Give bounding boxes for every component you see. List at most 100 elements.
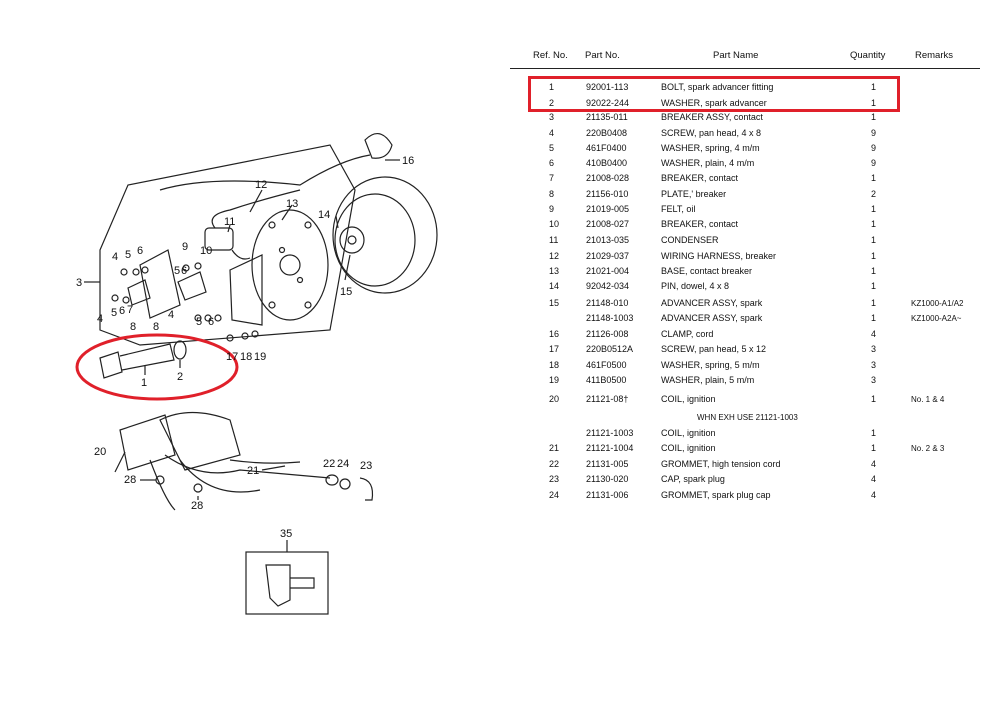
svg-text:5: 5 bbox=[111, 307, 117, 319]
cell-quantity: 1 bbox=[871, 394, 877, 404]
cell-ref-no: 22 bbox=[549, 459, 560, 469]
cell-part-no: 21135-011 bbox=[586, 112, 628, 122]
cell-part-name: BOLT, spark advancer fitting bbox=[661, 82, 774, 92]
cell-part-no: 220B0408 bbox=[586, 128, 628, 138]
cell-remarks: No. 2 & 3 bbox=[911, 444, 945, 453]
highlight-box bbox=[528, 76, 900, 112]
svg-text:24: 24 bbox=[337, 458, 349, 470]
cell-quantity: 1 bbox=[871, 251, 877, 261]
cell-part-no: 461F0500 bbox=[586, 360, 627, 370]
cell-quantity: 1 bbox=[871, 173, 877, 183]
svg-text:6: 6 bbox=[137, 245, 143, 257]
svg-text:23: 23 bbox=[360, 460, 372, 472]
cell-part-name: SCREW, pan head, 5 x 12 bbox=[661, 344, 767, 354]
svg-text:17: 17 bbox=[226, 351, 238, 363]
svg-text:13: 13 bbox=[286, 198, 298, 210]
cell-remarks: KZ1000-A2A~ bbox=[911, 314, 962, 323]
cell-part-no: 92022-244 bbox=[586, 98, 630, 108]
high-tension-grommet-22 bbox=[325, 474, 339, 486]
cell-part-no: 21121-1003 bbox=[586, 428, 634, 438]
cell-part-name: CLAMP, cord bbox=[661, 329, 714, 339]
cell-ref-no: 5 bbox=[549, 143, 555, 153]
cell-quantity: 1 bbox=[871, 298, 877, 308]
cell-quantity: 3 bbox=[871, 360, 877, 370]
cell-quantity: 1 bbox=[871, 266, 877, 276]
coil-note: WHN EXH USE 21121-1003 bbox=[697, 413, 798, 422]
breaker-cover-inner bbox=[334, 193, 416, 287]
spark-plug-cap-23 bbox=[359, 477, 374, 501]
exploded-parts-diagram: 3 4 5 6 7 8 4 5 6 8 4 5 6 9 5 6 10 11 12… bbox=[75, 133, 438, 615]
cell-quantity: 4 bbox=[871, 329, 877, 339]
cell-part-name: WIRING HARNESS, breaker bbox=[661, 251, 777, 261]
cell-part-no: 21019-005 bbox=[586, 204, 630, 214]
svg-text:1: 1 bbox=[141, 377, 147, 389]
cell-quantity: 1 bbox=[871, 82, 877, 92]
cell-ref-no: 20 bbox=[549, 394, 560, 404]
assembly-bracket-outline bbox=[99, 144, 356, 346]
cell-part-no: 21148-1003 bbox=[586, 313, 634, 323]
svg-text:11: 11 bbox=[224, 216, 235, 228]
svg-text:4: 4 bbox=[112, 251, 118, 263]
cell-part-no: 21008-028 bbox=[586, 173, 630, 183]
breaker-plate-8a bbox=[139, 249, 181, 319]
cell-ref-no: 12 bbox=[549, 251, 560, 261]
svg-text:5: 5 bbox=[174, 265, 180, 277]
header-ref-no: Ref. No. bbox=[533, 50, 568, 61]
svg-text:28: 28 bbox=[191, 500, 203, 512]
svg-text:15: 15 bbox=[340, 286, 352, 298]
cell-part-name: CONDENSER bbox=[661, 235, 719, 245]
cell-ref-no: 6 bbox=[549, 158, 555, 168]
cell-part-name: WASHER, plain, 4 m/m bbox=[661, 158, 755, 168]
bolt-spark-advancer-shank bbox=[119, 343, 175, 371]
washer-spark-advancer bbox=[173, 340, 187, 360]
highlight-ellipse bbox=[75, 333, 239, 401]
cell-quantity: 1 bbox=[871, 112, 877, 122]
svg-text:35: 35 bbox=[280, 528, 292, 540]
cell-ref-no: 4 bbox=[549, 128, 555, 138]
svg-text:3: 3 bbox=[76, 277, 82, 289]
cell-ref-no: 11 bbox=[549, 235, 559, 245]
svg-text:12: 12 bbox=[255, 179, 267, 191]
header-part-name: Part Name bbox=[713, 50, 759, 61]
cell-part-no: 21130-020 bbox=[586, 474, 629, 484]
header-rule bbox=[510, 68, 980, 69]
spark-plug-cap-detail-box bbox=[245, 551, 329, 615]
cell-ref-no: 17 bbox=[549, 344, 560, 354]
bolt-spark-advancer-head bbox=[99, 351, 123, 379]
cell-ref-no: 16 bbox=[549, 329, 560, 339]
cell-ref-no: 2 bbox=[549, 98, 555, 108]
condenser bbox=[204, 227, 234, 251]
cell-ref-no: 23 bbox=[549, 474, 560, 484]
grommet-24 bbox=[339, 478, 351, 490]
breaker-cover-outer bbox=[332, 176, 438, 294]
cell-ref-no: 7 bbox=[549, 173, 555, 183]
svg-text:19: 19 bbox=[254, 351, 266, 363]
cell-ref-no: 21 bbox=[549, 443, 560, 453]
cell-ref-no: 3 bbox=[549, 112, 555, 122]
svg-text:22: 22 bbox=[323, 458, 335, 470]
header-quantity: Quantity bbox=[850, 50, 886, 61]
spark-advancer bbox=[339, 226, 365, 254]
cell-quantity: 1 bbox=[871, 219, 877, 229]
cell-part-name: COIL, ignition bbox=[661, 443, 716, 453]
breaker-plate-8b bbox=[229, 254, 263, 326]
cell-quantity: 9 bbox=[871, 158, 877, 168]
svg-text:9: 9 bbox=[182, 241, 188, 253]
cell-part-name: ADVANCER ASSY, spark bbox=[661, 298, 763, 308]
cell-part-no: 21131-005 bbox=[586, 459, 629, 469]
cell-quantity: 1 bbox=[871, 313, 877, 323]
cell-remarks: No. 1 & 4 bbox=[911, 395, 945, 404]
svg-text:6: 6 bbox=[119, 305, 125, 317]
svg-text:14: 14 bbox=[318, 209, 330, 221]
cell-part-no: 21121-1004 bbox=[586, 443, 634, 453]
